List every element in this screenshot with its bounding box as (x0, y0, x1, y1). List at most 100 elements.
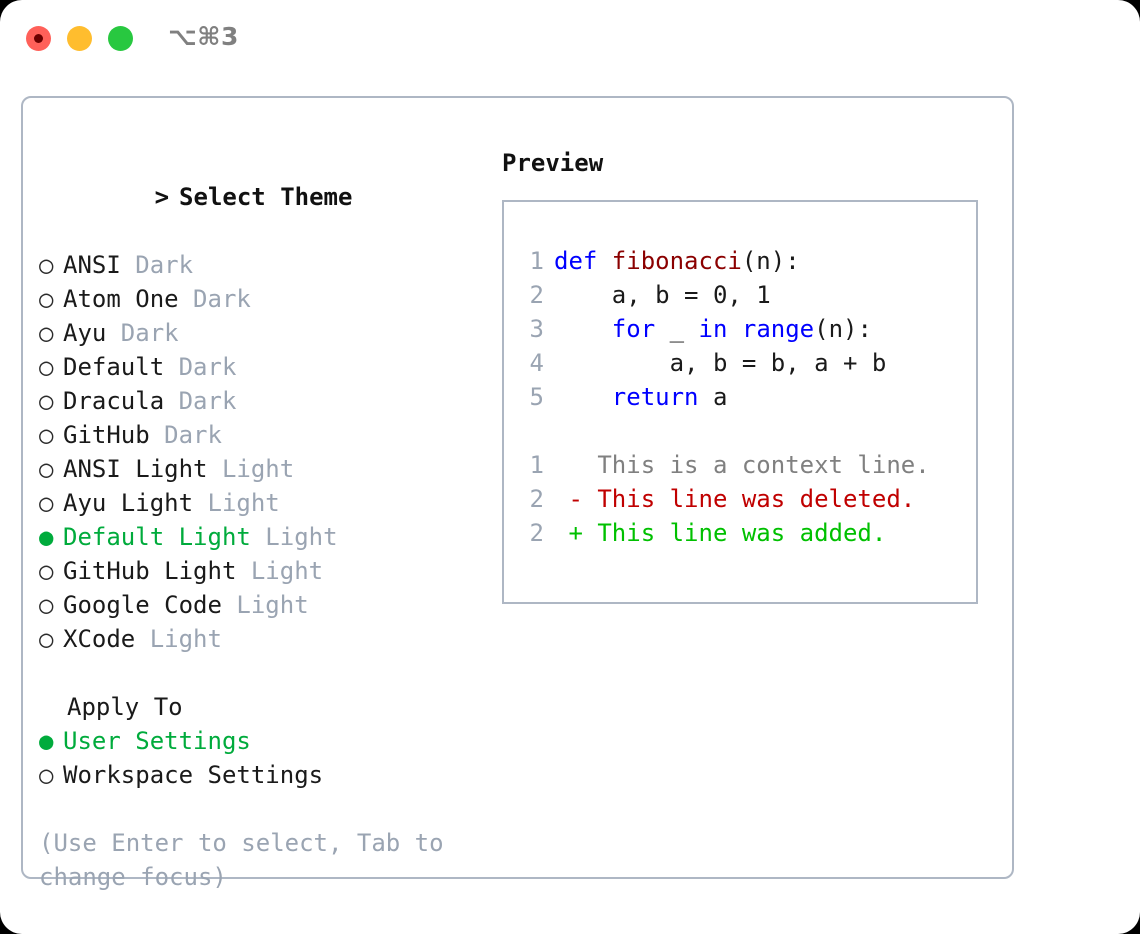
theme-option-ansi[interactable]: ○ ANSI Dark (39, 248, 499, 282)
theme-option-category: Dark (120, 251, 194, 279)
radio-unselected-icon: ○ (39, 591, 54, 619)
code-token: (n): (814, 315, 872, 343)
apply-to-option-user-settings[interactable]: ● User Settings (39, 724, 499, 758)
theme-option-dracula[interactable]: ○ Dracula Dark (39, 384, 499, 418)
radio-unselected-icon: ○ (39, 557, 54, 585)
radio-unselected-icon: ○ (39, 421, 54, 449)
code-token: return (611, 383, 699, 411)
code-token: - This line was deleted. (554, 485, 916, 513)
theme-option-category: Light (236, 557, 324, 585)
theme-option-category: Light (135, 625, 222, 653)
theme-option-label: Ayu Light (63, 489, 194, 517)
theme-option-ansi-light[interactable]: ○ANSI Light Light (39, 452, 499, 486)
theme-option-github[interactable]: ○ GitHub Dark (39, 418, 499, 452)
title-bar: ⌥⌘3 (0, 0, 1140, 78)
apply-to-options-list[interactable]: ● User Settings ○ Workspace Settings (39, 724, 499, 792)
theme-list-header: > Select Theme (39, 146, 499, 248)
theme-option-category: Light (207, 455, 295, 483)
code-line: 4 a, b = b, a + b (518, 346, 966, 380)
theme-picker-panel: >Select Theme ○ANSI Dark○Atom One Dark○A… (21, 96, 1014, 891)
theme-option-category: Dark (178, 285, 251, 313)
code-token (727, 315, 741, 343)
theme-option-category: Dark (164, 387, 237, 415)
code-token: def (554, 247, 612, 275)
keyboard-hint-text: (Use Enter to select, Tab to change focu… (39, 829, 444, 891)
code-line: 3 for _ in range(n): (518, 312, 966, 346)
code-line: 5 return a (518, 380, 966, 414)
theme-option-github-light[interactable]: ○ GitHub Light Light (39, 554, 499, 588)
theme-option-label: Ayu (63, 319, 107, 347)
code-token: a, b = 0, 1 (554, 281, 771, 309)
theme-option-label: GitHub (63, 421, 150, 449)
line-number: 2 (529, 281, 544, 309)
theme-option-ayu[interactable]: ○ Ayu Dark (39, 316, 499, 350)
code-token: a, b = b, a + b (554, 349, 887, 377)
code-token: This is a context line. (554, 451, 930, 479)
radio-unselected-icon: ○ (39, 353, 54, 381)
code-token: range (741, 315, 815, 343)
theme-option-default-light[interactable]: ●Default Light Light (39, 520, 499, 554)
code-token: a (698, 383, 728, 411)
theme-option-default[interactable]: ○ Default Dark (39, 350, 499, 384)
line-number: 3 (529, 315, 544, 343)
theme-option-atom-one[interactable]: ○Atom One Dark (39, 282, 499, 316)
theme-option-category: Dark (149, 421, 222, 449)
code-token: for (611, 315, 656, 343)
diff-line: 1 This is a context line. (518, 448, 966, 482)
code-token: fibonacci (611, 247, 742, 275)
keyboard-shortcut-label: ⌥⌘3 (168, 22, 239, 51)
theme-option-category: Light (250, 523, 338, 551)
close-button[interactable] (26, 26, 51, 51)
apply-to-option-label: Workspace Settings (63, 761, 324, 789)
diff-line: 2 - This line was deleted. (518, 482, 966, 516)
theme-option-ayu-light[interactable]: ○Ayu Light Light (39, 486, 499, 520)
theme-option-label: ANSI (63, 251, 121, 279)
radio-unselected-icon: ○ (39, 625, 54, 653)
diff-line: 2 + This line was added. (518, 516, 966, 550)
radio-unselected-icon: ○ (39, 387, 54, 415)
radio-unselected-icon: ○ (39, 319, 54, 347)
code-token (554, 383, 612, 411)
theme-option-label: GitHub Light (63, 557, 237, 585)
theme-list-title: Select Theme (179, 183, 353, 211)
theme-option-label: Google Code (63, 591, 222, 619)
apply-to-option-label: User Settings (63, 727, 251, 755)
radio-unselected-icon: ○ (39, 251, 54, 279)
minimize-button[interactable] (67, 26, 92, 51)
line-number: 2 (529, 485, 544, 513)
diff-lines: 1 This is a context line.2 - This line w… (518, 448, 966, 550)
radio-unselected-icon: ○ (39, 489, 54, 517)
theme-option-category: Dark (106, 319, 179, 347)
spacer (39, 656, 499, 690)
line-number: 2 (529, 519, 544, 547)
line-number: 4 (529, 349, 544, 377)
theme-option-label: Atom One (63, 285, 179, 313)
code-token: in (698, 315, 728, 343)
maximize-button[interactable] (108, 26, 133, 51)
theme-list-column: >Select Theme ○ANSI Dark○Atom One Dark○A… (39, 146, 499, 894)
theme-option-label: XCode (63, 625, 136, 653)
radio-unselected-icon: ○ (39, 761, 54, 789)
preview-title: Preview (502, 149, 604, 177)
window-controls (26, 26, 133, 51)
theme-options-list[interactable]: ○ANSI Dark○Atom One Dark○Ayu Dark○Defaul… (39, 248, 499, 656)
theme-option-label: Default (63, 353, 165, 381)
line-number: 5 (529, 383, 544, 411)
theme-option-xcode[interactable]: ○ XCode Light (39, 622, 499, 656)
theme-option-label: Dracula (63, 387, 165, 415)
line-number: 1 (529, 451, 544, 479)
apply-to-option-workspace-settings[interactable]: ○ Workspace Settings (39, 758, 499, 792)
radio-unselected-icon: ○ (39, 455, 54, 483)
code-token (554, 315, 612, 343)
code-token: + This line was added. (554, 519, 887, 547)
radio-selected-icon: ● (39, 727, 54, 755)
theme-option-google-code[interactable]: ○Google Code Light (39, 588, 499, 622)
prompt-caret-icon: > (154, 183, 170, 211)
theme-option-category: Dark (164, 353, 237, 381)
